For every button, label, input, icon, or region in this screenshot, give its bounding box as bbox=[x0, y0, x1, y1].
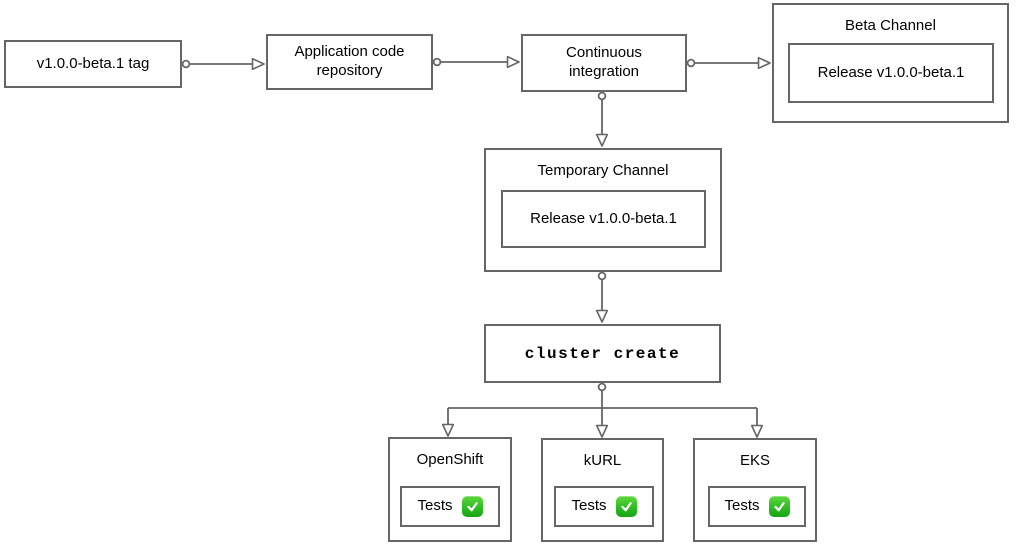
node-eks: EKS Tests bbox=[693, 438, 817, 542]
beta-release-label: Release v1.0.0-beta.1 bbox=[817, 63, 965, 81]
node-beta-channel: Beta Channel Release v1.0.0-beta.1 bbox=[772, 3, 1009, 123]
node-app-code-repository: Application code repository bbox=[266, 34, 433, 90]
source-dot bbox=[432, 57, 442, 67]
arrowhead-icon bbox=[750, 424, 764, 438]
arrowhead-icon bbox=[595, 424, 609, 438]
cluster-create-label: cluster create bbox=[524, 344, 681, 363]
node-cluster-create: cluster create bbox=[484, 324, 721, 383]
node-kurl-tests: Tests bbox=[554, 486, 654, 527]
edge-cluster-branches bbox=[447, 391, 758, 425]
node-openshift-tests: Tests bbox=[400, 486, 500, 527]
tests-label: Tests bbox=[571, 497, 607, 515]
source-dot bbox=[686, 58, 696, 68]
beta-channel-title: Beta Channel bbox=[845, 17, 936, 34]
continuous-integration-label: Continuous integration bbox=[566, 44, 642, 80]
temporary-release-label: Release v1.0.0-beta.1 bbox=[530, 209, 677, 227]
source-dot bbox=[597, 382, 607, 392]
openshift-title: OpenShift bbox=[416, 451, 484, 468]
source-dot bbox=[597, 271, 607, 281]
arrowhead-icon bbox=[251, 57, 265, 71]
node-openshift: OpenShift Tests bbox=[388, 437, 512, 542]
check-icon bbox=[461, 496, 483, 517]
node-kurl: kURL Tests bbox=[541, 438, 664, 542]
arrowhead-icon bbox=[595, 309, 609, 323]
eks-title: EKS bbox=[739, 452, 770, 469]
node-temporary-release: Release v1.0.0-beta.1 bbox=[501, 190, 706, 248]
node-temporary-channel: Temporary Channel Release v1.0.0-beta.1 bbox=[484, 148, 722, 272]
node-beta-release: Release v1.0.0-beta.1 bbox=[788, 43, 994, 103]
tests-label: Tests bbox=[724, 497, 760, 515]
check-icon bbox=[768, 496, 790, 517]
node-eks-tests: Tests bbox=[708, 486, 806, 527]
node-version-tag: v1.0.0-beta.1 tag bbox=[4, 40, 182, 88]
app-code-repository-label: Application code repository bbox=[294, 43, 405, 79]
node-continuous-integration: Continuous integration bbox=[521, 34, 687, 92]
kurl-title: kURL bbox=[583, 452, 622, 469]
temporary-channel-title: Temporary Channel bbox=[537, 162, 669, 179]
source-dot bbox=[597, 91, 607, 101]
version-tag-label: v1.0.0-beta.1 tag bbox=[36, 54, 150, 72]
arrowhead-icon bbox=[506, 55, 520, 69]
arrowhead-icon bbox=[441, 423, 455, 437]
check-icon bbox=[615, 496, 637, 517]
arrowhead-icon bbox=[595, 133, 609, 147]
arrowhead-icon bbox=[757, 56, 771, 70]
tests-label: Tests bbox=[417, 497, 453, 515]
source-dot bbox=[181, 59, 191, 69]
